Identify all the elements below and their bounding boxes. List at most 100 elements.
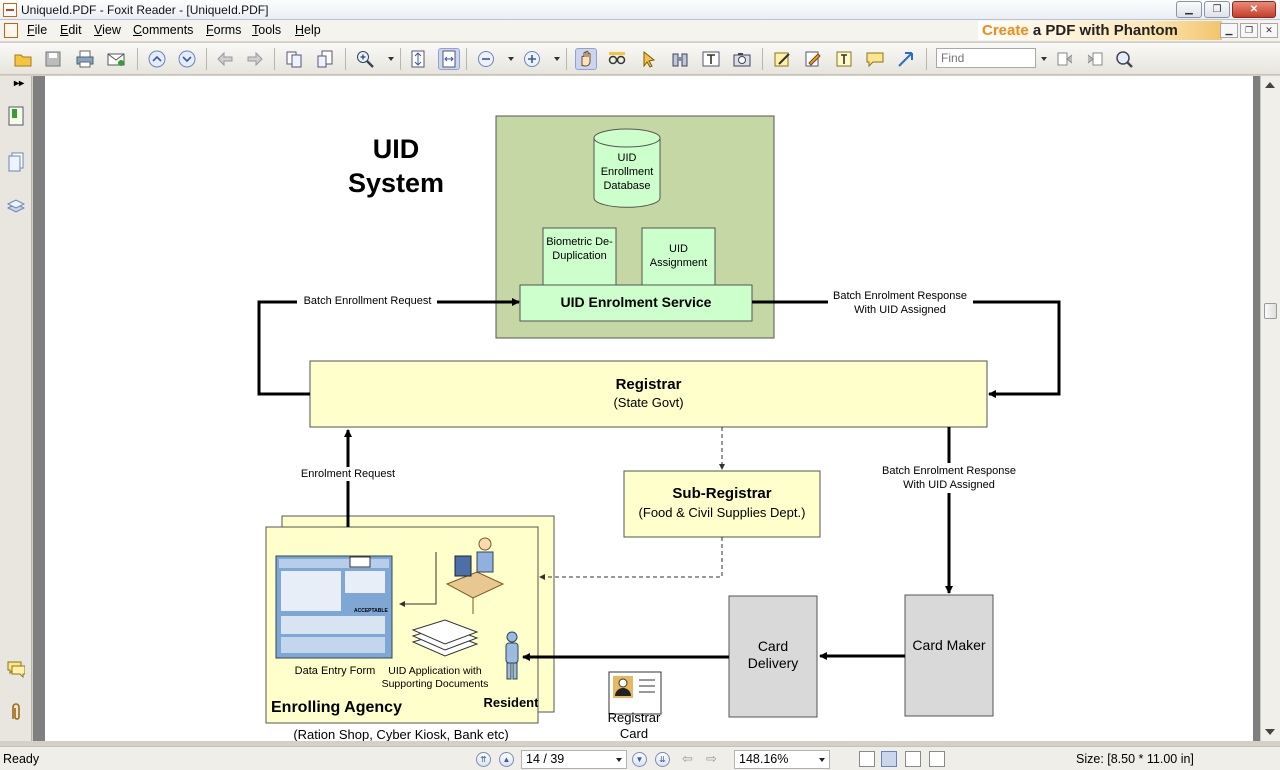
fit-width-button[interactable]	[438, 48, 460, 70]
subregistrar-agency-dashed	[539, 537, 723, 580]
status-back-icon[interactable]: ⇦	[682, 751, 693, 766]
vertical-scrollbar[interactable]	[1260, 76, 1280, 741]
zoom-out-icon	[478, 51, 494, 67]
facing-view-icon[interactable]	[905, 751, 921, 767]
previous-page-button[interactable]	[146, 48, 168, 70]
pages-panel-button[interactable]	[5, 150, 27, 174]
zoom-tool-button[interactable]	[354, 48, 376, 70]
zoom-tool-dropdown[interactable]	[388, 57, 394, 61]
open-button[interactable]	[12, 48, 34, 70]
insert-pages-icon	[317, 50, 333, 68]
uid-assignment-box	[641, 227, 716, 287]
typewriter-button[interactable]	[700, 48, 722, 70]
back-button[interactable]	[214, 48, 236, 70]
prev-page-icon	[148, 50, 166, 68]
hand-tool-button[interactable]	[575, 48, 597, 70]
close-button[interactable]: ✕	[1232, 1, 1276, 18]
registrar-card-label: Registrar Card	[607, 710, 661, 741]
layers-panel-button[interactable]	[5, 194, 27, 218]
menu-file[interactable]: File	[27, 23, 48, 37]
doc-close-button[interactable]: ✕	[1260, 23, 1278, 38]
batch-response-top-label: Batch Enrolment Response With UID Assign…	[833, 290, 967, 316]
attachments-panel-button[interactable]	[5, 700, 27, 724]
phantom-promo-banner[interactable]: Create a PDF with Phantom	[978, 21, 1222, 40]
comment-tool-icon	[866, 52, 884, 68]
find-previous-button[interactable]	[1054, 48, 1076, 70]
arrow-tool-button[interactable]	[895, 48, 917, 70]
restore-button[interactable]: ❐	[1204, 1, 1230, 18]
enrolling-agency-label: Enrolling Agency	[271, 699, 402, 716]
forward-button[interactable]	[244, 48, 266, 70]
status-text: Ready	[3, 752, 40, 766]
first-page-button[interactable]: ⇈	[476, 752, 491, 767]
menu-forms[interactable]: Forms	[206, 23, 242, 37]
form-stamp: ACCEPTABLE	[354, 608, 388, 614]
save-button[interactable]	[42, 48, 64, 70]
zoom-out-dropdown[interactable]	[508, 57, 514, 61]
find-tool-button[interactable]	[669, 48, 691, 70]
hand-tool-icon	[581, 50, 591, 67]
find-next-button[interactable]	[1084, 48, 1106, 70]
arrow-tool-icon	[898, 52, 913, 67]
comments-panel-button[interactable]	[5, 656, 27, 680]
scroll-down-icon[interactable]	[1265, 729, 1275, 735]
layers-icon	[7, 199, 25, 213]
search-button[interactable]	[1113, 48, 1135, 70]
continuous-facing-view-icon[interactable]	[929, 751, 945, 767]
card-maker-label: Card Maker	[912, 637, 986, 653]
fit-page-button[interactable]	[407, 48, 429, 70]
single-page-view-icon[interactable]	[859, 751, 875, 767]
status-forward-icon[interactable]: ⇨	[706, 751, 717, 766]
select-text-button[interactable]	[606, 48, 628, 70]
document-view[interactable]: ACCEPTABLE	[33, 76, 1260, 741]
doc-minimize-button[interactable]: ▁	[1220, 23, 1238, 38]
zoom-in-button[interactable]	[521, 48, 543, 70]
find-options-dropdown[interactable]	[1041, 57, 1047, 61]
expand-panel-icon[interactable]: ▸▸	[14, 78, 25, 89]
forward-icon	[247, 51, 263, 67]
textbox-tool-button[interactable]	[833, 48, 855, 70]
zoom-level-field[interactable]: 148.16%	[734, 750, 830, 769]
print-button[interactable]	[74, 48, 96, 70]
scroll-up-icon[interactable]	[1265, 82, 1275, 88]
continuous-view-icon[interactable]	[881, 751, 897, 767]
last-page-button[interactable]: ⇊	[655, 752, 670, 767]
document-icon[interactable]	[4, 23, 18, 38]
subregistrar-title: Sub-Registrar	[672, 485, 772, 502]
next-page-button[interactable]	[176, 48, 198, 70]
first-page-icon: ⇈	[480, 755, 487, 764]
doc-restore-button[interactable]: ❐	[1240, 23, 1258, 38]
zoom-in-dropdown[interactable]	[554, 57, 560, 61]
status-prev-page-button[interactable]: ▲	[499, 752, 514, 767]
menu-comments[interactable]: Comments	[133, 23, 194, 37]
navigation-panel: ▸▸	[0, 76, 32, 741]
zoom-out-button[interactable]	[475, 48, 497, 70]
insert-pages-button[interactable]	[314, 48, 336, 70]
registrar-subtitle: (State Govt)	[613, 395, 684, 410]
email-button[interactable]	[105, 48, 127, 70]
menu-tools[interactable]: Tools	[252, 23, 282, 37]
main-toolbar	[0, 43, 1280, 75]
snapshot-icon	[733, 53, 751, 67]
typewriter-icon	[702, 51, 720, 67]
extract-pages-button[interactable]	[283, 48, 305, 70]
select-text-icon	[608, 52, 626, 65]
select-annotation-button[interactable]	[638, 48, 660, 70]
comment-tool-button[interactable]	[864, 48, 886, 70]
uid-enrolment-service-label: UID Enrolment Service	[560, 294, 712, 310]
subregistrar-subtitle: (Food & Civil Supplies Dept.)	[638, 505, 806, 520]
page-number-field[interactable]: 14 / 39	[521, 750, 627, 769]
snapshot-button[interactable]	[731, 48, 753, 70]
menu-edit[interactable]: Edit	[60, 23, 82, 37]
uid-enrolment-service-box	[519, 284, 753, 322]
bookmarks-panel-button[interactable]	[5, 104, 27, 128]
scroll-thumb[interactable]	[1264, 303, 1277, 319]
note-tool-button[interactable]	[771, 48, 793, 70]
menu-help[interactable]: Help	[295, 23, 321, 37]
minimize-button[interactable]: ▁	[1176, 1, 1202, 18]
menu-view[interactable]: View	[94, 23, 121, 37]
find-next-icon	[1087, 52, 1103, 66]
status-next-page-button[interactable]: ▼	[632, 752, 647, 767]
pencil-tool-button[interactable]	[802, 48, 824, 70]
find-input[interactable]	[936, 48, 1036, 68]
